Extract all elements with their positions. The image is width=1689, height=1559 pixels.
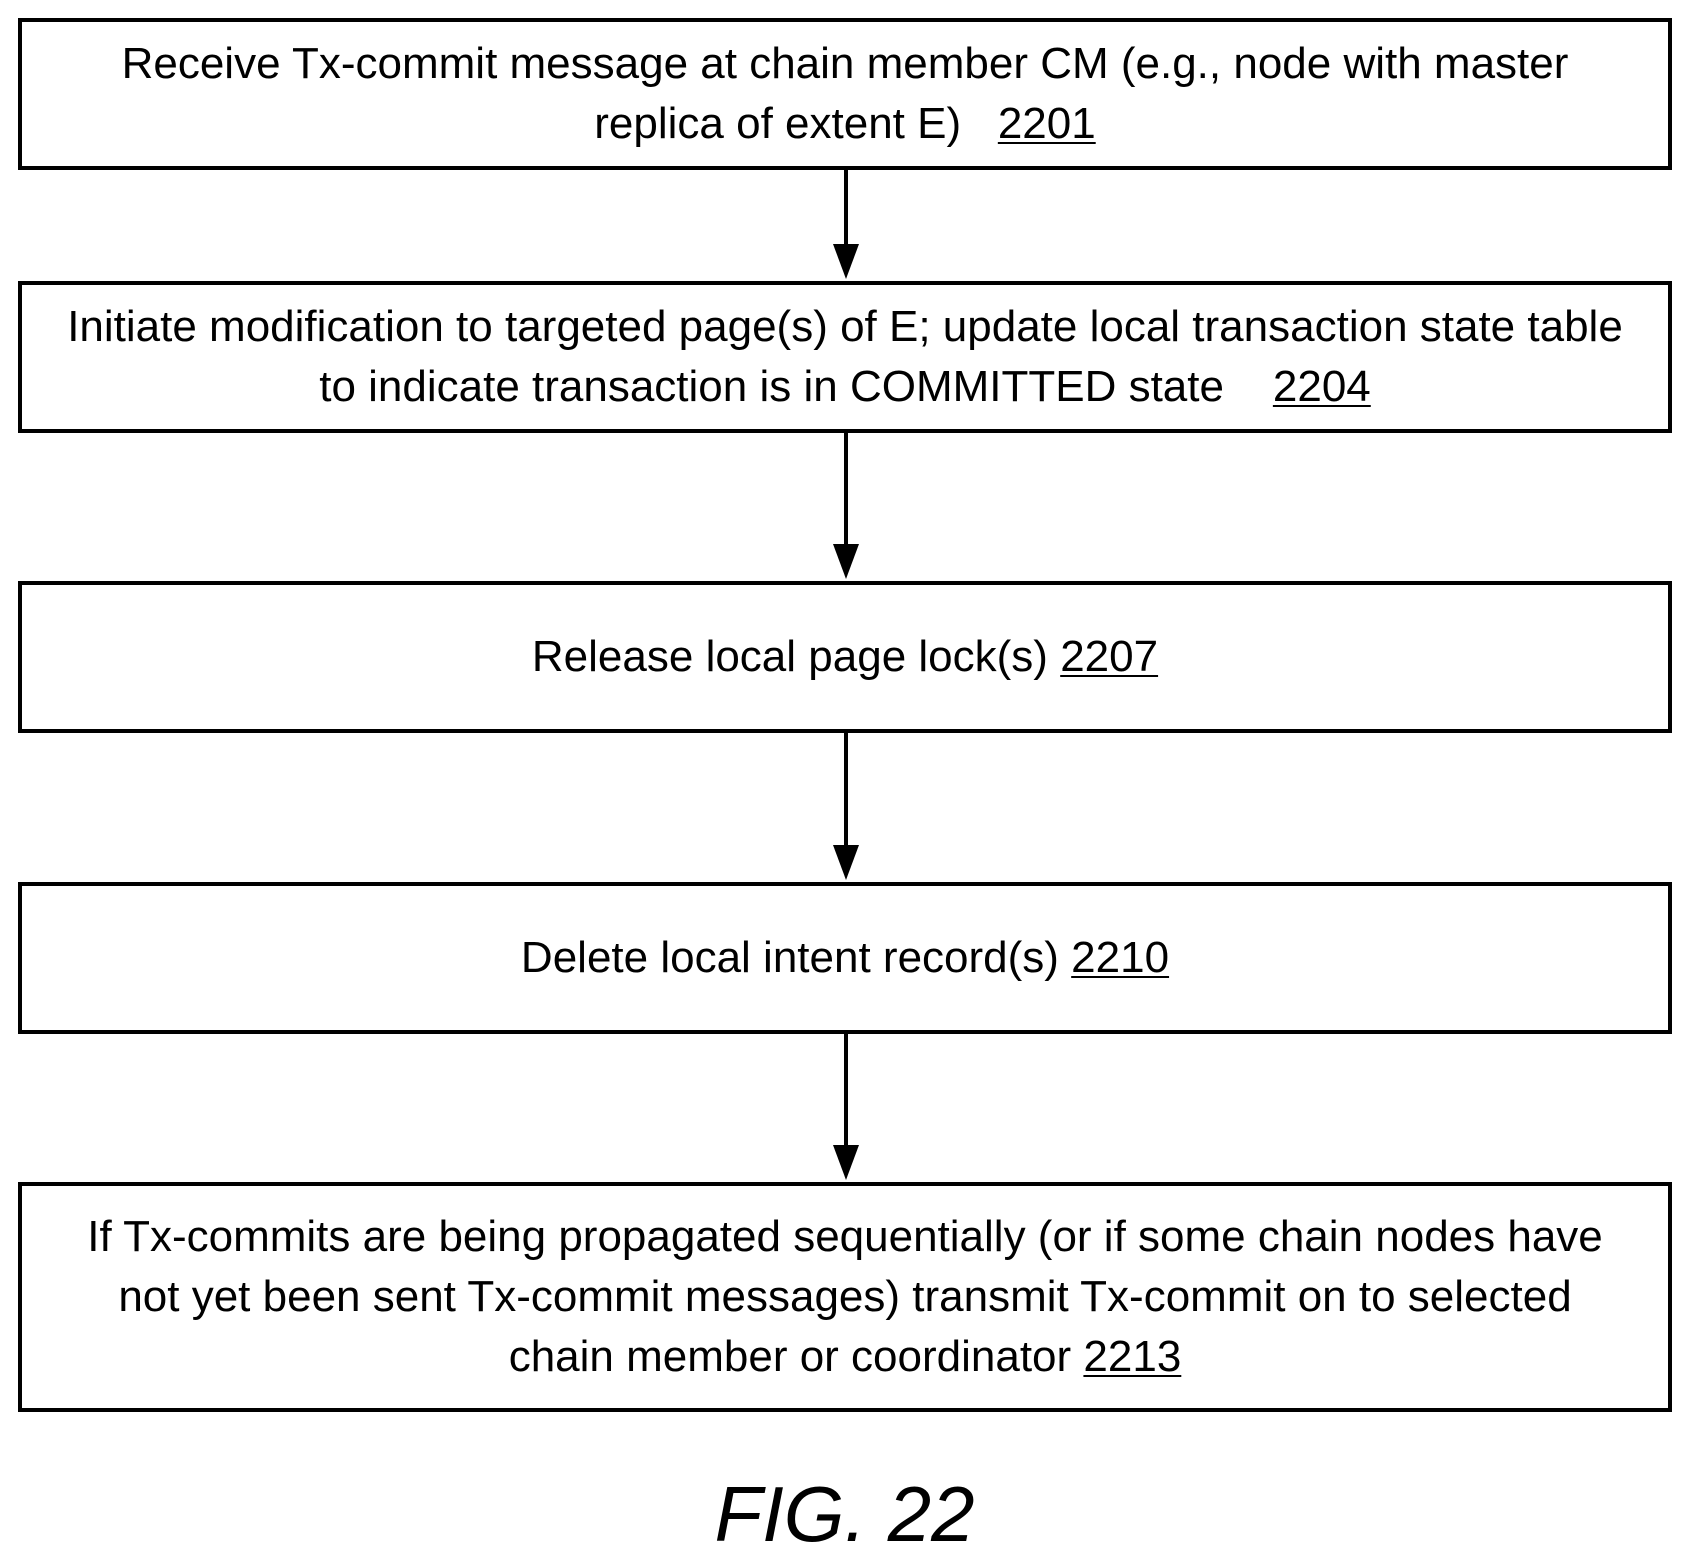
- step-text-2207: Release local page lock(s) 2207: [532, 627, 1158, 687]
- step-box-2213: If Tx-commits are being propagated seque…: [18, 1182, 1672, 1412]
- arrow-2210-to-2213: [833, 1034, 859, 1180]
- figure-label: FIG. 22: [0, 1474, 1689, 1554]
- step-box-2210: Delete local intent record(s) 2210: [18, 882, 1672, 1034]
- step-text-2204: Initiate modification to targeted page(s…: [62, 297, 1628, 417]
- step-text-2201: Receive Tx-commit message at chain membe…: [62, 34, 1628, 154]
- ref-number-2213: 2213: [1083, 1332, 1181, 1381]
- arrow-2207-to-2210: [833, 733, 859, 880]
- ref-number-2207: 2207: [1060, 632, 1158, 681]
- step-text-2210: Delete local intent record(s) 2210: [521, 928, 1169, 988]
- step-box-2204: Initiate modification to targeted page(s…: [18, 281, 1672, 433]
- step-text-2213: If Tx-commits are being propagated seque…: [62, 1207, 1628, 1387]
- ref-number-2210: 2210: [1071, 933, 1169, 982]
- step-box-2207: Release local page lock(s) 2207: [18, 581, 1672, 733]
- arrow-2204-to-2207: [833, 433, 859, 579]
- ref-number-2204: 2204: [1273, 362, 1371, 411]
- ref-number-2201: 2201: [998, 99, 1096, 148]
- arrow-2201-to-2204: [833, 170, 859, 279]
- step-box-2201: Receive Tx-commit message at chain membe…: [18, 18, 1672, 170]
